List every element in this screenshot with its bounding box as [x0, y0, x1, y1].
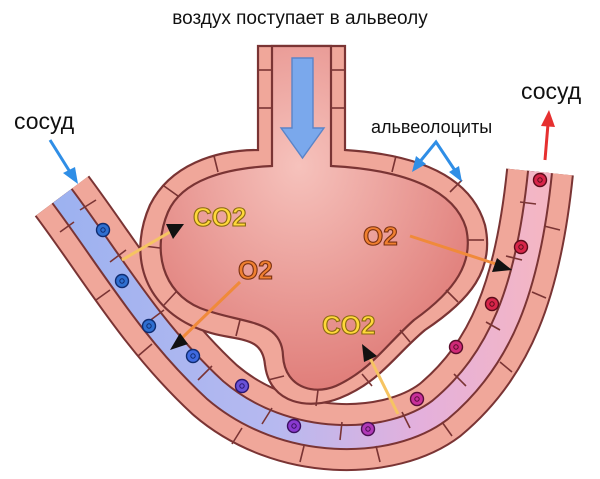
alveolocytes-pointer-head-left	[412, 156, 426, 172]
vessel-left-pointer	[48, 139, 72, 173]
alveolus	[139, 44, 489, 407]
co2-lower-arrow	[368, 357, 400, 415]
vessel-right-label: сосуд	[521, 78, 582, 104]
blood-cell-red	[448, 339, 464, 355]
vessel-wall-cells	[59, 199, 561, 463]
blood-cell-blue	[185, 348, 201, 364]
air-inflow-arrow	[279, 57, 326, 160]
blood-cell-purple	[286, 418, 302, 434]
o2-right-arrowhead	[492, 258, 512, 272]
blood-cell-red	[532, 172, 548, 188]
blood-cell-blue	[114, 273, 130, 289]
gas-arrows	[121, 224, 512, 415]
co2-lower-label: CO2	[322, 310, 375, 340]
vessel-left-pointer-head	[63, 167, 78, 184]
o2-middle-arrow	[180, 280, 242, 340]
alveolocytes-label: альвеолоциты	[371, 117, 493, 137]
gas-labels: CO2 O2 O2 CO2	[192, 201, 398, 340]
o2-middle-label: O2	[238, 255, 273, 285]
co2-lower-arrowhead	[362, 344, 377, 362]
blood-cell-purple	[234, 378, 250, 394]
alveolocytes-pointer	[416, 139, 458, 173]
co2-upper-label: CO2	[193, 202, 246, 232]
alveolocytes-pointer-head-right	[449, 166, 462, 182]
vessel-right-pointer-head	[541, 110, 555, 127]
blood-cell-red	[484, 296, 500, 312]
air-inflow-label: воздух поступает в альвеолу	[172, 8, 428, 29]
blood-cell-blue	[95, 222, 111, 238]
vessel-lumen	[53, 170, 551, 449]
o2-right-label: O2	[363, 221, 398, 251]
blood-cell-purple	[360, 421, 376, 437]
co2-upper-arrow	[121, 230, 171, 262]
alveolus-wall-cells	[143, 69, 484, 407]
blood-cells	[95, 172, 548, 437]
o2-right-arrow	[409, 234, 497, 266]
blood-cell-blue	[141, 318, 157, 334]
co2-upper-arrowhead	[166, 224, 184, 239]
label-pointers	[48, 110, 555, 184]
vessel-right-pointer	[543, 123, 550, 161]
vessel-left-label: сосуд	[14, 108, 75, 134]
blood-cell-red	[513, 239, 529, 255]
blood-vessel	[34, 168, 574, 472]
o2-middle-arrowhead	[170, 333, 188, 350]
alveolus-lumen	[159, 44, 469, 391]
blood-cell-red	[409, 391, 425, 407]
